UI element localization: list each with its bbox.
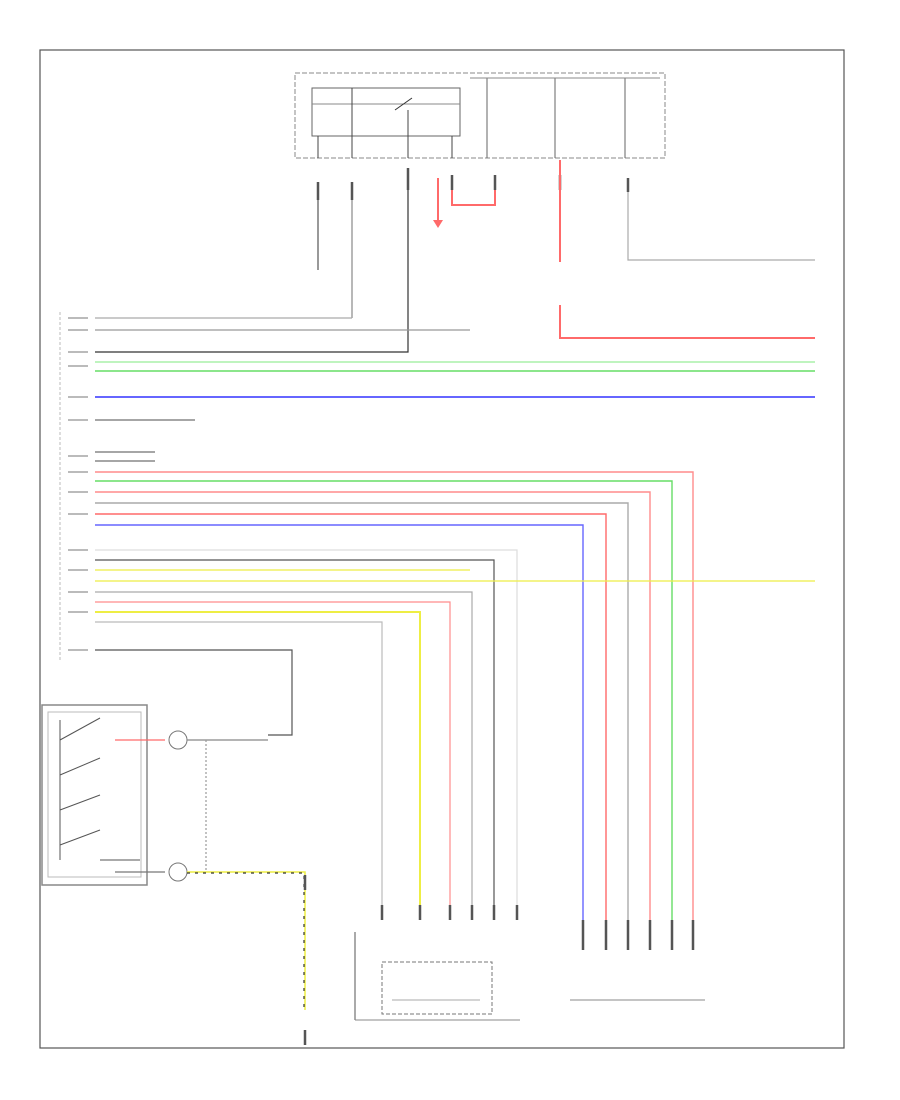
cruise-control-switch: [41, 704, 148, 886]
junction-wires: [95, 190, 815, 353]
red-wire-ground: [437, 160, 815, 339]
diagram-frame: [39, 49, 845, 1049]
junction-block: [294, 72, 666, 159]
ground-arrow: [433, 220, 443, 228]
bottom-module: [354, 932, 520, 1021]
module-wires: [95, 549, 815, 920]
bus-wires: [95, 361, 815, 462]
bottom-connectors: [303, 875, 695, 1045]
pin-label-marks: [68, 317, 88, 651]
spiral-cable-wires: [115, 730, 306, 1010]
junction-connectors: [316, 168, 630, 200]
sensor-wires: [95, 471, 694, 920]
